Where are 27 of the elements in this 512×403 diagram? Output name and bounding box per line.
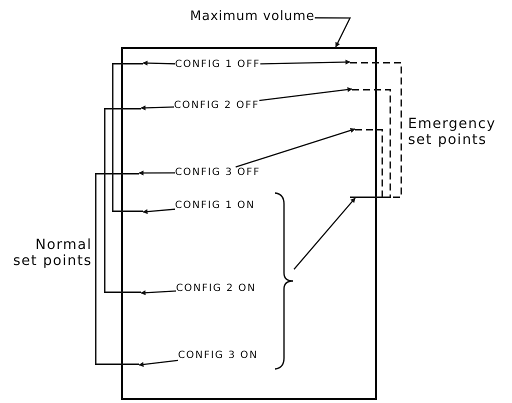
- leader-line: [314, 17, 352, 48]
- curly-brace: [274, 192, 294, 370]
- set-point-label: CONFIG 2 ON: [176, 283, 256, 294]
- arrow: [140, 105, 174, 110]
- arrow: [236, 128, 356, 168]
- arrow: [142, 60, 176, 66]
- bracket: [112, 63, 143, 212]
- level-label: Maximum volume: [190, 10, 315, 25]
- set-point-label: CONFIG 3 OFF: [175, 167, 260, 178]
- bracket: [355, 129, 383, 198]
- arrow: [140, 290, 176, 296]
- bracket: [350, 62, 402, 198]
- set-point-label: CONFIG 1 ON: [175, 200, 256, 212]
- arrow: [142, 208, 176, 214]
- set-point-label: CONFIG 3 ON: [178, 350, 258, 362]
- arrow: [259, 87, 352, 102]
- bracket: [104, 108, 141, 293]
- set-point-label: CONFIG 1 OFF: [175, 59, 260, 70]
- arrow: [138, 170, 175, 176]
- tank-outline: [121, 47, 377, 400]
- arrow: [294, 198, 356, 270]
- set-point-label: CONFIG 2 OFF: [174, 100, 260, 112]
- group-label: Emergency set points: [408, 116, 497, 148]
- group-label: Normal set points: [12, 237, 92, 270]
- arrow: [138, 360, 178, 367]
- bracket: [95, 173, 139, 365]
- arrow: [260, 60, 350, 65]
